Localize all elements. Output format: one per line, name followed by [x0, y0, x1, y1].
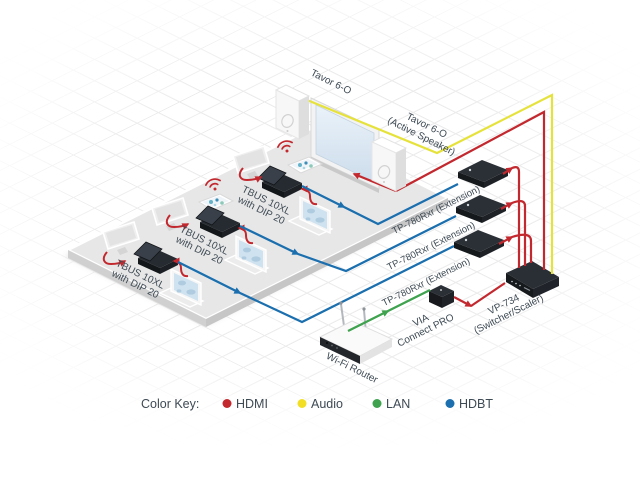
laptop-2	[223, 234, 270, 275]
vp734-side	[533, 277, 559, 298]
via-connect-pro	[429, 285, 454, 308]
speaker-right-side	[396, 148, 406, 191]
via-top	[429, 285, 454, 297]
hdmi-loop-2b	[511, 199, 527, 266]
table-edge-front	[206, 198, 448, 327]
tablet-1	[286, 156, 324, 174]
hdmi-loop-1a	[502, 167, 514, 175]
hdbt-cable-2b	[297, 215, 457, 273]
legend-label-hdbt: HDBT	[459, 397, 493, 411]
laptop-1	[287, 195, 334, 236]
legend-item-hdbt: HDBT	[445, 397, 493, 411]
legend-title: Color Key:	[141, 397, 199, 411]
hdmi-color-dot	[222, 399, 232, 408]
hdbt-cable-3b	[239, 245, 455, 324]
receiver2-front	[456, 207, 482, 223]
hdbt-cable-1b	[343, 183, 459, 226]
rear-display-2	[151, 196, 189, 231]
hdbt-color-dot	[445, 399, 455, 408]
rear-display-3	[102, 220, 140, 255]
pod-hdmi-cables	[102, 167, 318, 278]
lan-color-dot	[372, 399, 382, 408]
hdmi-loop-2a	[500, 202, 514, 210]
display-bottom-edge	[311, 157, 379, 193]
tp-780rxr-receiver-3	[454, 230, 504, 258]
router-antenna-1	[340, 303, 345, 327]
hdbt-cable-1a	[301, 185, 346, 208]
hdmi-cable-screen2-tbus2	[165, 214, 190, 230]
speaker-left	[274, 84, 311, 140]
hdmi-cable-via-a	[453, 296, 473, 307]
legend-label-lan: LAN	[386, 397, 410, 411]
router-side	[360, 339, 392, 364]
lan-cable-a	[347, 310, 390, 332]
legend: Color Key: HDMI Audio LAN HDBT	[141, 397, 493, 411]
receiver1-side	[484, 170, 508, 188]
speaker-left-label: Tavor 6-O	[309, 68, 353, 98]
receiver1-front	[458, 172, 484, 188]
hdmi-cable-screen3-tbus3	[102, 251, 127, 267]
hdbt-cables	[177, 183, 459, 324]
legend-item-lan: LAN	[372, 397, 410, 411]
hdmi-cable-via-b	[470, 282, 506, 307]
hdmi-cable-display-a	[395, 110, 546, 270]
hdmi-cable-laptop2-tbus2	[237, 224, 254, 245]
via-front	[429, 291, 442, 308]
hdmi-loop-3b	[511, 233, 533, 263]
hdbt-cable-3a	[177, 261, 242, 294]
receiver3-top	[454, 230, 504, 252]
receiver1-top	[458, 160, 508, 182]
wifi-router	[318, 301, 394, 364]
legend-item-hdmi: HDMI	[222, 397, 268, 411]
tbus-2	[195, 205, 240, 238]
receiver2-side	[482, 205, 506, 223]
receiver3-side	[480, 240, 504, 258]
laptop-3	[158, 267, 205, 308]
table-edge-left	[68, 250, 206, 327]
hdmi-cable-laptop1-tbus1	[300, 185, 318, 206]
receiver2-top	[456, 195, 506, 217]
via-side	[442, 291, 454, 308]
speaker-right	[370, 136, 408, 192]
wall-display	[310, 97, 380, 193]
via-label: VIA Connect PRO	[396, 312, 456, 349]
legend-item-audio: Audio	[297, 397, 343, 411]
router-front	[320, 337, 360, 364]
lan-cables	[347, 282, 506, 332]
audio-cable-speakers	[306, 93, 554, 274]
receiver-hdmi-loops	[498, 166, 533, 268]
hdmi-loop-3a	[498, 236, 514, 245]
legend-label-hdmi: HDMI	[236, 397, 268, 411]
tbus-1	[257, 165, 302, 198]
receiver3-front	[454, 242, 480, 258]
hdbt-cable-2a	[239, 225, 300, 255]
hdmi-cable-screen1-tbus1	[238, 167, 263, 183]
speaker-left-side	[299, 96, 309, 139]
lan-cable-b	[387, 289, 431, 312]
wifi-signal-icon-2	[205, 178, 221, 191]
wifi-signal-icon-1	[277, 140, 293, 153]
audio-color-dot	[297, 399, 307, 408]
legend-label-audio: Audio	[311, 397, 343, 411]
tp-780rxr-receiver-2	[456, 195, 506, 223]
tp-780rxr-receiver-1	[458, 160, 508, 188]
hdmi-cable-laptop3-tbus3	[172, 257, 189, 278]
hdmi-loop-1b	[511, 166, 521, 268]
